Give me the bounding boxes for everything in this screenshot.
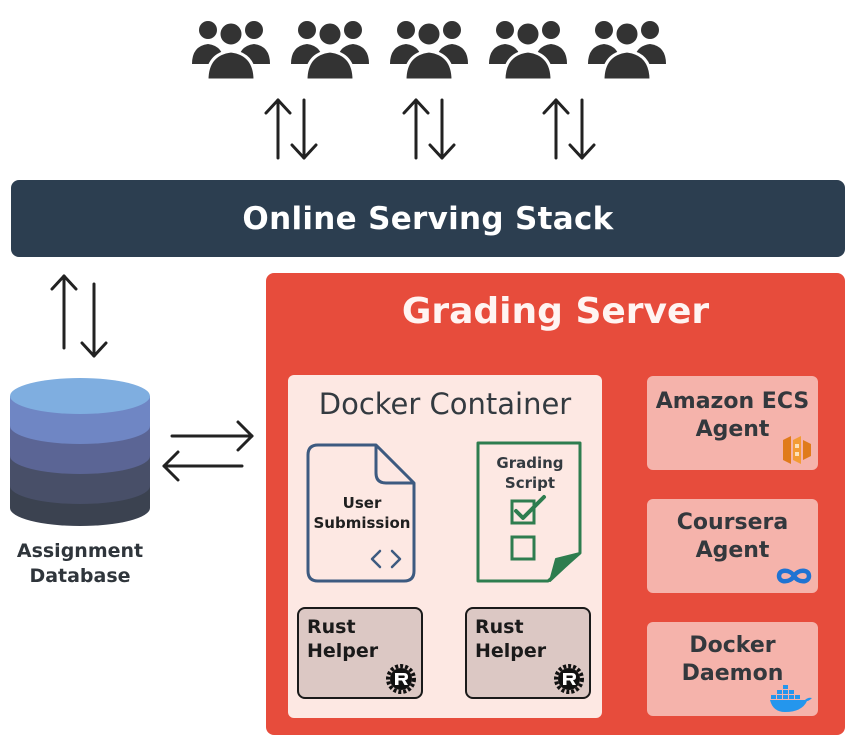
database-label-line2: Database xyxy=(29,565,131,587)
docker-container: Docker Container User Submission Grading… xyxy=(288,375,602,718)
user-group-icon xyxy=(291,20,369,82)
user-group-icon xyxy=(192,20,270,82)
user-group-icon xyxy=(489,20,567,82)
rust-helper: Rust Helper xyxy=(465,607,591,699)
grading-script-line2: Script xyxy=(504,474,556,492)
amazon-ecs-icon xyxy=(783,436,811,464)
user-submission-label: User Submission xyxy=(308,493,416,533)
docker-container-title: Docker Container xyxy=(318,387,572,421)
rust-helper-label: Rust Helper xyxy=(475,615,546,663)
rust-helper-label: Rust Helper xyxy=(307,615,378,663)
database-cylinder-icon xyxy=(10,378,150,526)
rust-helper: Rust Helper xyxy=(297,607,423,699)
rust-helper-line2: Helper xyxy=(475,640,547,662)
docker-daemon-line1: Docker xyxy=(689,633,776,658)
amazon-ecs-agent-label: Amazon ECS Agent xyxy=(647,388,818,444)
coursera-agent-line2: Agent xyxy=(695,538,770,563)
database-label-line1: Assignment xyxy=(16,540,144,562)
docker-daemon-label: Docker Daemon xyxy=(647,632,818,688)
user-group-icon xyxy=(390,20,468,82)
rust-logo-icon xyxy=(386,664,416,694)
bidirectional-arrow-icon xyxy=(542,98,596,160)
coursera-agent: Coursera Agent xyxy=(647,499,818,593)
coursera-icon xyxy=(776,568,812,584)
code-file-icon xyxy=(306,443,416,583)
amazon-ecs-agent-line1: Amazon ECS xyxy=(655,389,810,414)
user-submission-line1: User xyxy=(342,494,382,512)
coursera-agent-line1: Coursera xyxy=(676,510,789,535)
grading-script-line1: Grading xyxy=(496,454,564,472)
amazon-ecs-agent: Amazon ECS Agent xyxy=(647,376,818,470)
database-label: Assignment Database xyxy=(0,539,160,589)
user-group-icon xyxy=(588,20,666,82)
grading-server: Grading Server Docker Container User Sub… xyxy=(266,273,845,735)
online-serving-stack: Online Serving Stack xyxy=(11,180,845,257)
rust-helper-line2: Helper xyxy=(307,640,379,662)
docker-daemon: Docker Daemon xyxy=(647,622,818,716)
bidirectional-arrow-icon xyxy=(402,98,456,160)
rust-helper-line1: Rust xyxy=(307,616,356,638)
bidirectional-arrow-icon xyxy=(50,274,108,358)
user-submission-line2: Submission xyxy=(313,514,411,532)
horizontal-bidirectional-arrow-icon xyxy=(162,420,254,482)
docker-whale-icon xyxy=(770,685,812,712)
coursera-agent-label: Coursera Agent xyxy=(647,509,818,565)
bidirectional-arrow-icon xyxy=(264,98,318,160)
grading-server-title: Grading Server xyxy=(401,291,710,332)
amazon-ecs-agent-line2: Agent xyxy=(695,417,770,442)
serving-stack-title: Online Serving Stack xyxy=(242,200,614,237)
rust-helper-line1: Rust xyxy=(475,616,524,638)
checklist-file-icon xyxy=(476,441,582,583)
grading-script-label: Grading Script xyxy=(482,453,578,493)
rust-logo-icon xyxy=(554,664,584,694)
docker-daemon-line2: Daemon xyxy=(681,661,784,686)
